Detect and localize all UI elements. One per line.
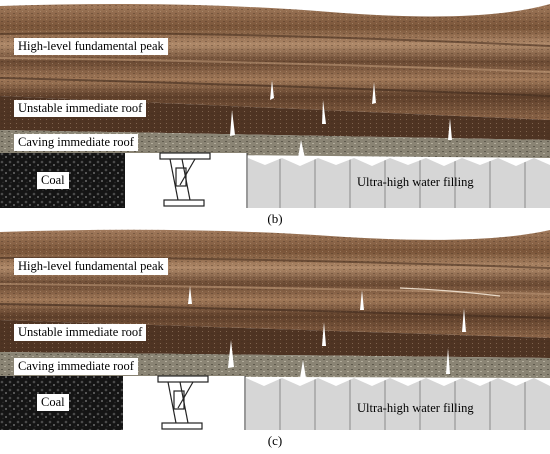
label-coal: Coal bbox=[37, 172, 69, 189]
hydraulic-support-icon bbox=[157, 375, 209, 430]
label-unstable-roof: Unstable immediate roof bbox=[14, 100, 147, 117]
label-coal: Coal bbox=[37, 394, 69, 411]
label-filling: Ultra-high water filling bbox=[357, 175, 474, 189]
label-fundamental-peak: High-level fundamental peak bbox=[14, 258, 168, 275]
caption-c: (c) bbox=[267, 433, 283, 448]
panel-b: High-level fundamental peak Unstable imm… bbox=[0, 0, 550, 210]
roof-cracks bbox=[188, 286, 466, 378]
label-fundamental-peak: High-level fundamental peak bbox=[14, 38, 168, 55]
filling-blocks bbox=[246, 378, 550, 430]
caption-b: (b) bbox=[267, 211, 283, 226]
panel-c: High-level fundamental peak Unstable imm… bbox=[0, 228, 550, 430]
strata-section-c bbox=[0, 229, 550, 430]
strata-section-b bbox=[0, 4, 550, 208]
label-filling: Ultra-high water filling bbox=[357, 401, 474, 415]
label-unstable-roof: Unstable immediate roof bbox=[14, 324, 147, 341]
filling-blocks bbox=[248, 158, 550, 208]
roof-cracks bbox=[230, 80, 452, 158]
label-caving-roof: Caving immediate roof bbox=[14, 134, 138, 151]
hydraulic-support-icon bbox=[159, 152, 211, 207]
label-caving-roof: Caving immediate roof bbox=[14, 358, 138, 375]
